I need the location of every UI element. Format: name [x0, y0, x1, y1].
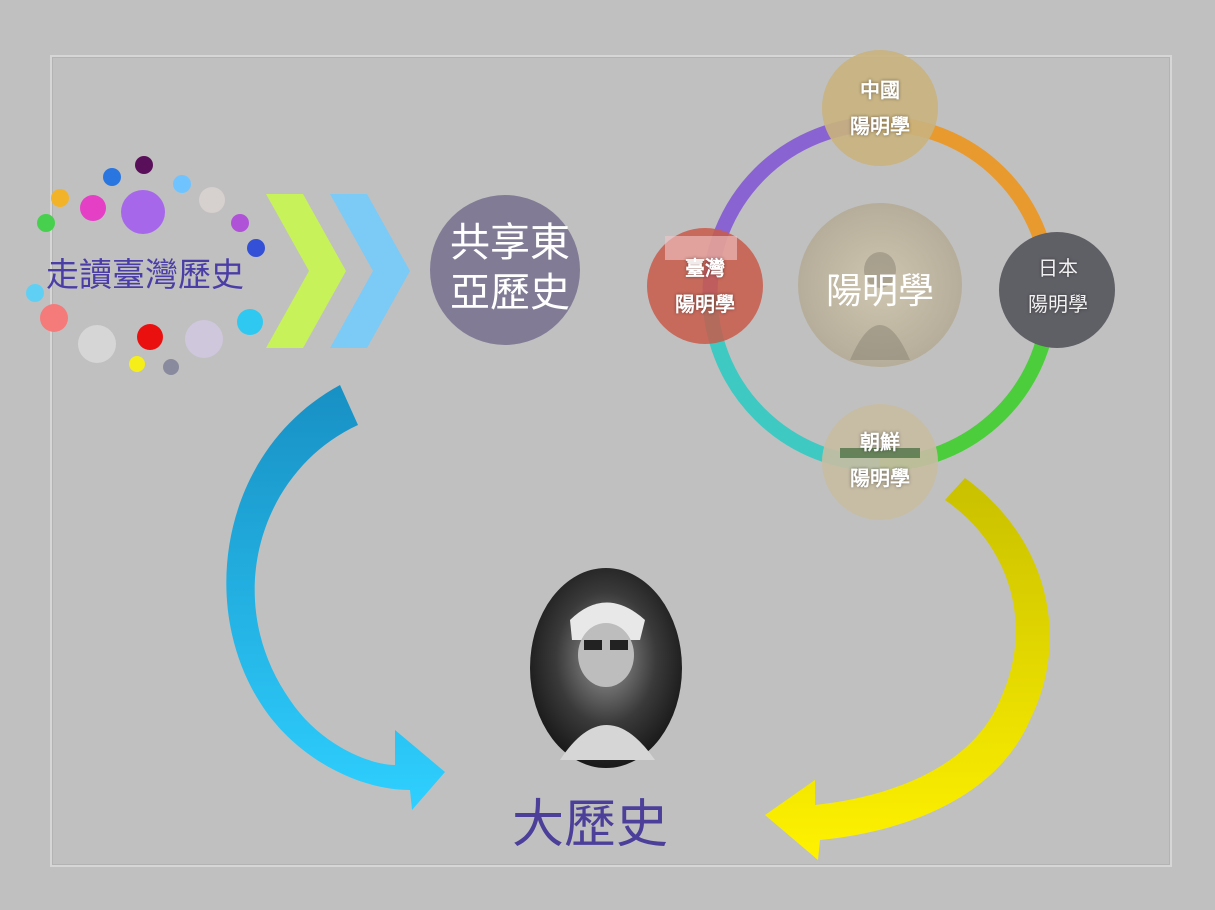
dot — [103, 168, 121, 186]
dot — [121, 190, 165, 234]
curved-arrow-left-icon — [226, 385, 445, 810]
yangming-center-label: 陽明學 — [825, 271, 934, 312]
slide-frame — [50, 55, 1172, 867]
dot — [199, 187, 225, 213]
dot — [40, 304, 68, 332]
korea-node-image — [822, 404, 938, 520]
korea-node-label: 朝鮮 陽明學 — [850, 430, 910, 490]
center-figure-icon — [850, 252, 910, 360]
curved-arrow-right-icon — [765, 478, 1050, 860]
dot — [137, 324, 163, 350]
shared-history-circle — [430, 195, 580, 345]
dot — [247, 239, 265, 257]
chevron-green-icon — [266, 194, 346, 348]
taiwan-history-title: 走讀臺灣歷史 — [46, 255, 244, 294]
dot — [135, 156, 153, 174]
decorative-dots — [26, 156, 265, 375]
time-cover-icon — [665, 236, 737, 260]
dot — [78, 325, 116, 363]
china-node-label: 中國 陽明學 — [850, 78, 910, 138]
shared-history-label: 共享東 亞歷史 — [450, 220, 570, 316]
chevron-blue-icon — [330, 194, 410, 348]
japan-node-circle — [999, 232, 1115, 348]
dot — [80, 195, 106, 221]
dot — [26, 284, 44, 302]
china-node-image — [822, 50, 938, 166]
dot — [185, 320, 223, 358]
dot — [37, 214, 55, 232]
dot — [129, 356, 145, 372]
dot — [163, 359, 179, 375]
korea-roof-icon — [840, 448, 920, 458]
dot — [173, 175, 191, 193]
taiwan-node-label: 臺灣 陽明學 — [675, 256, 735, 316]
japan-node-label: 日本 陽明學 — [1028, 256, 1088, 316]
dot — [51, 189, 69, 207]
dot — [237, 309, 263, 335]
big-history-title: 大歷史 — [511, 795, 668, 855]
portrait-figure-icon — [560, 602, 655, 760]
dot — [231, 214, 249, 232]
